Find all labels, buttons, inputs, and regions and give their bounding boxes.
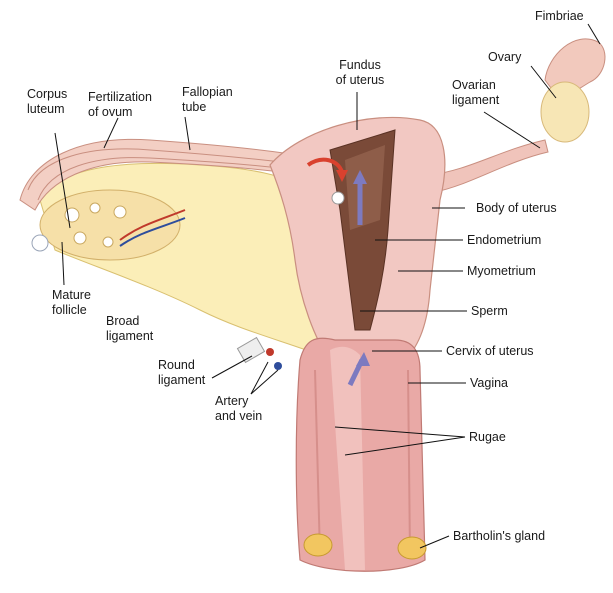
left-ovary-section <box>40 190 180 260</box>
bartholin-gland-left <box>304 534 332 556</box>
label-ovary: Ovary <box>488 50 521 65</box>
label-mature-follicle-line2: follicle <box>52 303 87 318</box>
label-sperm: Sperm <box>471 304 508 319</box>
label-fertilization-line1: Fertilization <box>88 90 152 105</box>
label-cervix: Cervix of uterus <box>446 344 534 359</box>
label-fundus-line1: Fundus <box>330 58 390 73</box>
label-ovarian-ligament-line1: Ovarian <box>452 78 496 93</box>
label-fundus-line2: of uterus <box>325 73 395 88</box>
broad-ligament-shape <box>40 163 320 355</box>
ovary-shape <box>541 82 589 142</box>
label-fallopian-line1: Fallopian <box>182 85 233 100</box>
label-broad-ligament-line2: ligament <box>106 329 153 344</box>
label-broad-ligament-line1: Broad <box>106 314 139 329</box>
label-round-ligament-line2: ligament <box>158 373 205 388</box>
label-myometrium: Myometrium <box>467 264 536 279</box>
label-artery-vein-line1: Artery <box>215 394 248 409</box>
label-fallopian-line2: tube <box>182 100 206 115</box>
label-artery-vein-line2: and vein <box>215 409 262 424</box>
right-fallopian-tube <box>430 140 548 192</box>
label-ovarian-ligament-line2: ligament <box>452 93 499 108</box>
label-rugae: Rugae <box>469 430 506 445</box>
label-mature-follicle-line1: Mature <box>52 288 91 303</box>
label-fertilization-line2: of ovum <box>88 105 132 120</box>
label-round-ligament-line1: Round <box>158 358 195 373</box>
label-corpus-luteum-line2: luteum <box>27 102 65 117</box>
label-fimbriae: Fimbriae <box>535 9 584 24</box>
label-body-of-uterus: Body of uterus <box>476 201 557 216</box>
label-corpus-luteum-line1: Corpus <box>27 87 67 102</box>
label-bartholins-gland: Bartholin's gland <box>453 529 545 544</box>
label-endometrium: Endometrium <box>467 233 541 248</box>
label-vagina: Vagina <box>470 376 508 391</box>
bartholin-gland-right <box>398 537 426 559</box>
